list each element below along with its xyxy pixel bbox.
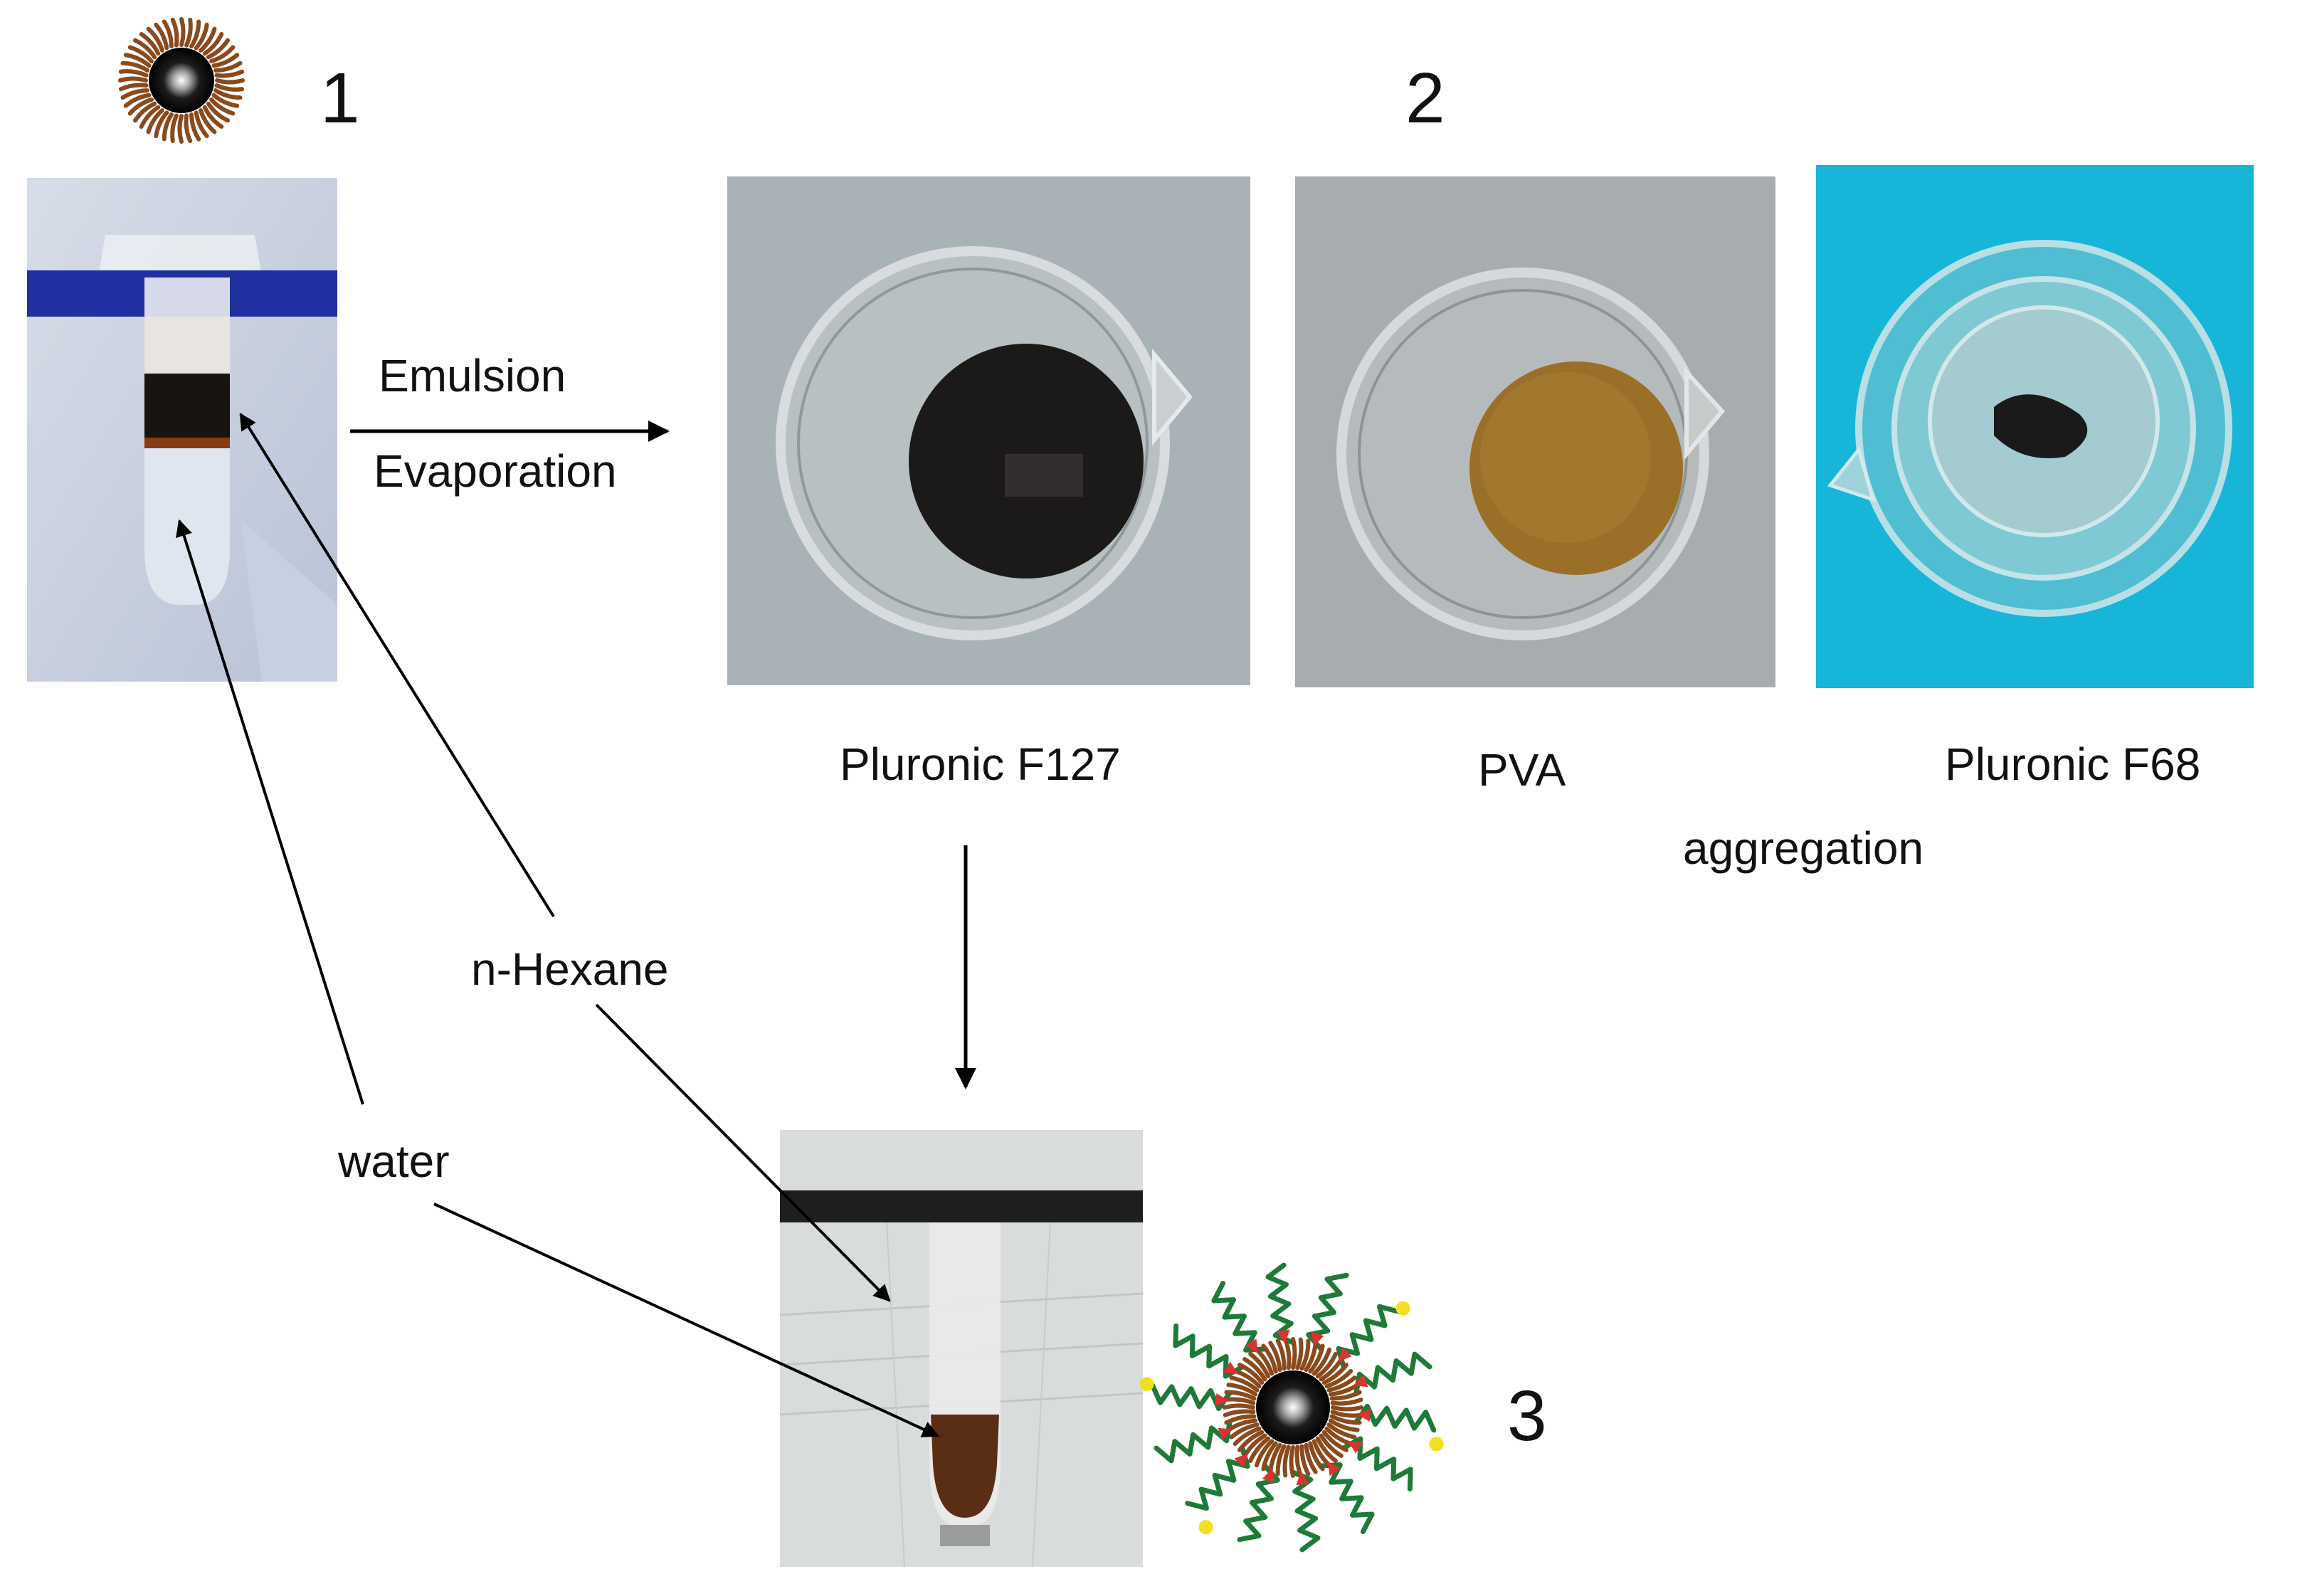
sample-label-f127: Pluronic F127 <box>840 739 1121 790</box>
emulsion-label: Emulsion <box>379 350 566 401</box>
water-arrow-to-tube3 <box>433 1203 940 1437</box>
sample-label-pva: PVA <box>1478 744 1566 796</box>
hexane-arrow-to-tube1 <box>239 412 555 918</box>
evaporation-label: Evaporation <box>374 445 617 497</box>
step-3-label: 3 <box>1507 1376 1547 1456</box>
tube-photo-before <box>27 178 337 682</box>
water-arrow-to-tube1 <box>176 519 364 1105</box>
aggregation-label: aggregation <box>1683 823 1924 874</box>
sample-label-f68: Pluronic F68 <box>1945 739 2201 790</box>
nanoparticle-oleate-icon <box>118 17 245 144</box>
beaker-photo-f68 <box>1816 165 2254 688</box>
beaker-photo-pva <box>1295 176 1775 687</box>
water-label: water <box>338 1136 450 1187</box>
step-2-label: 2 <box>1405 58 1445 138</box>
hexane-arrow-to-tube3 <box>595 1003 891 1302</box>
tube-photo-after <box>780 1130 1143 1567</box>
nanoparticle-pluronic-icon <box>1139 1262 1444 1553</box>
step-1-label: 1 <box>320 58 360 138</box>
hexane-label: n-Hexane <box>471 944 669 995</box>
beaker-photo-f127 <box>727 176 1250 685</box>
